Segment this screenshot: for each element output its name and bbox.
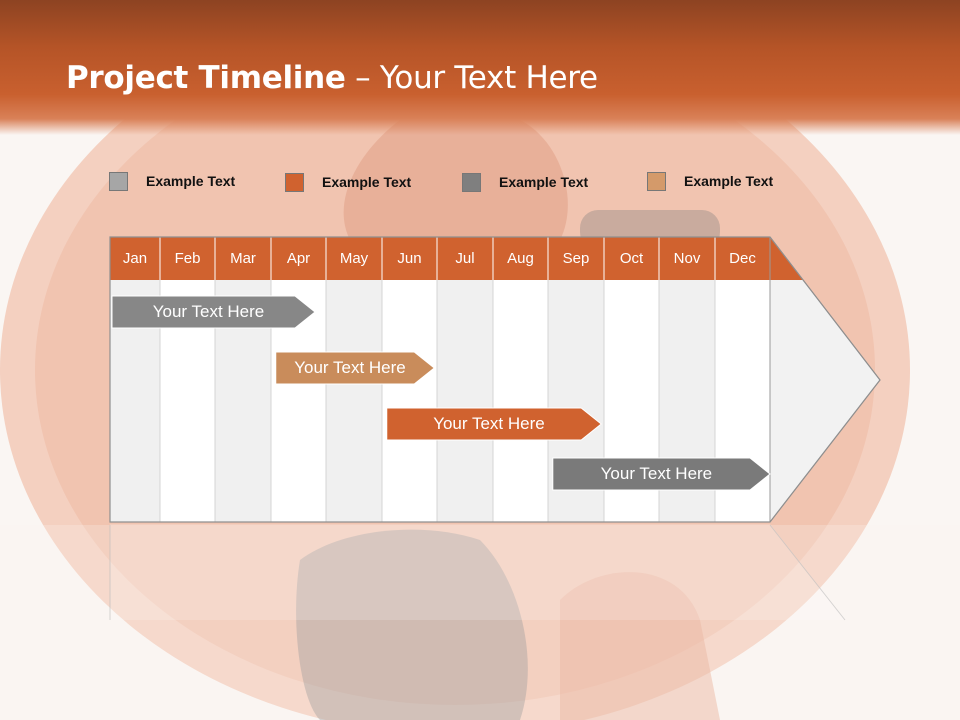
legend-item-4: Example Text [647,171,773,191]
task-label-2[interactable]: Your Text Here [294,358,406,377]
legend-label: Example Text [146,173,236,189]
month-label-sep: Sep [562,250,590,267]
legend-label: Example Text [322,174,412,190]
month-label-apr: Apr [286,250,311,267]
month-label-may: May [339,250,369,267]
legend-item-1: Example Text [109,171,235,191]
legend-swatch-dark-gray [462,172,481,192]
month-label-oct: Oct [619,250,644,267]
month-label-aug: Aug [507,250,534,267]
month-label-dec: Dec [729,250,756,267]
month-label-feb: Feb [174,250,201,267]
task-label-3[interactable]: Your Text Here [433,414,545,433]
month-column [326,280,382,522]
legend-swatch-gray [109,171,128,191]
title-rest: – Your Text Here [345,60,598,96]
title-banner [0,0,960,135]
legend-label: Example Text [499,174,589,190]
timeline-arrow-outline [109,236,881,523]
month-column [493,280,548,522]
task-label-1[interactable]: Your Text Here [152,302,265,321]
legend-item-2: Example Text [285,172,411,192]
task-arrow-2 [275,351,436,385]
task-arrow-4 [552,457,771,491]
month-label-jan: Jan [122,250,148,267]
month-column [382,280,437,522]
month-label-jun: Jun [397,250,422,267]
month-label-jul: Jul [455,250,475,267]
month-label-nov: Nov [673,250,701,267]
task-arrow-1 [111,295,316,329]
title-bold: Project Timeline [66,60,346,96]
reflection-edge [769,524,846,621]
task-arrow-3 [386,407,603,441]
legend-swatch-tan [647,171,666,191]
month-header-band [110,237,770,280]
month-column [437,280,493,522]
slide-title[interactable]: Project Timeline – Your Text Here [66,60,598,96]
legend-item-3: Example Text [462,172,588,192]
timeline-reflection [110,524,845,620]
legend-swatch-orange [285,172,304,192]
task-label-4[interactable]: Your Text Here [600,464,713,483]
month-label-mar: Mar [230,250,256,267]
legend-label: Example Text [684,173,774,189]
